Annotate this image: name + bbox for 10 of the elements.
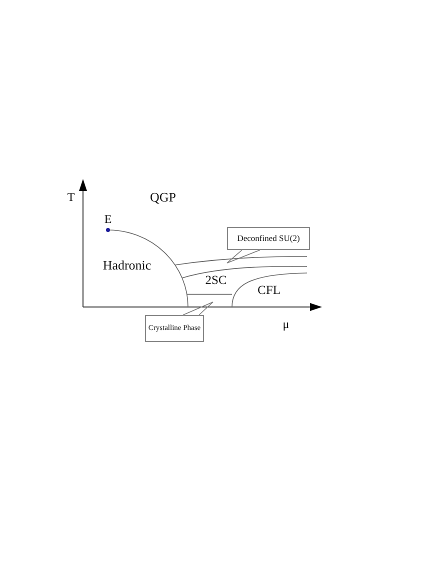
axis-label: T (67, 191, 75, 203)
region-label: CFL (258, 284, 280, 296)
axis-label: μ (282, 318, 290, 330)
point-label: E (104, 213, 112, 225)
region-label: 2SC (205, 274, 227, 286)
region-label: Hadronic (102, 258, 152, 272)
callout-pointer (182, 302, 214, 316)
callout-pointer (226, 250, 260, 264)
callout-box: Deconfined SU(2) (227, 227, 310, 250)
region-label: QGP (150, 190, 176, 204)
